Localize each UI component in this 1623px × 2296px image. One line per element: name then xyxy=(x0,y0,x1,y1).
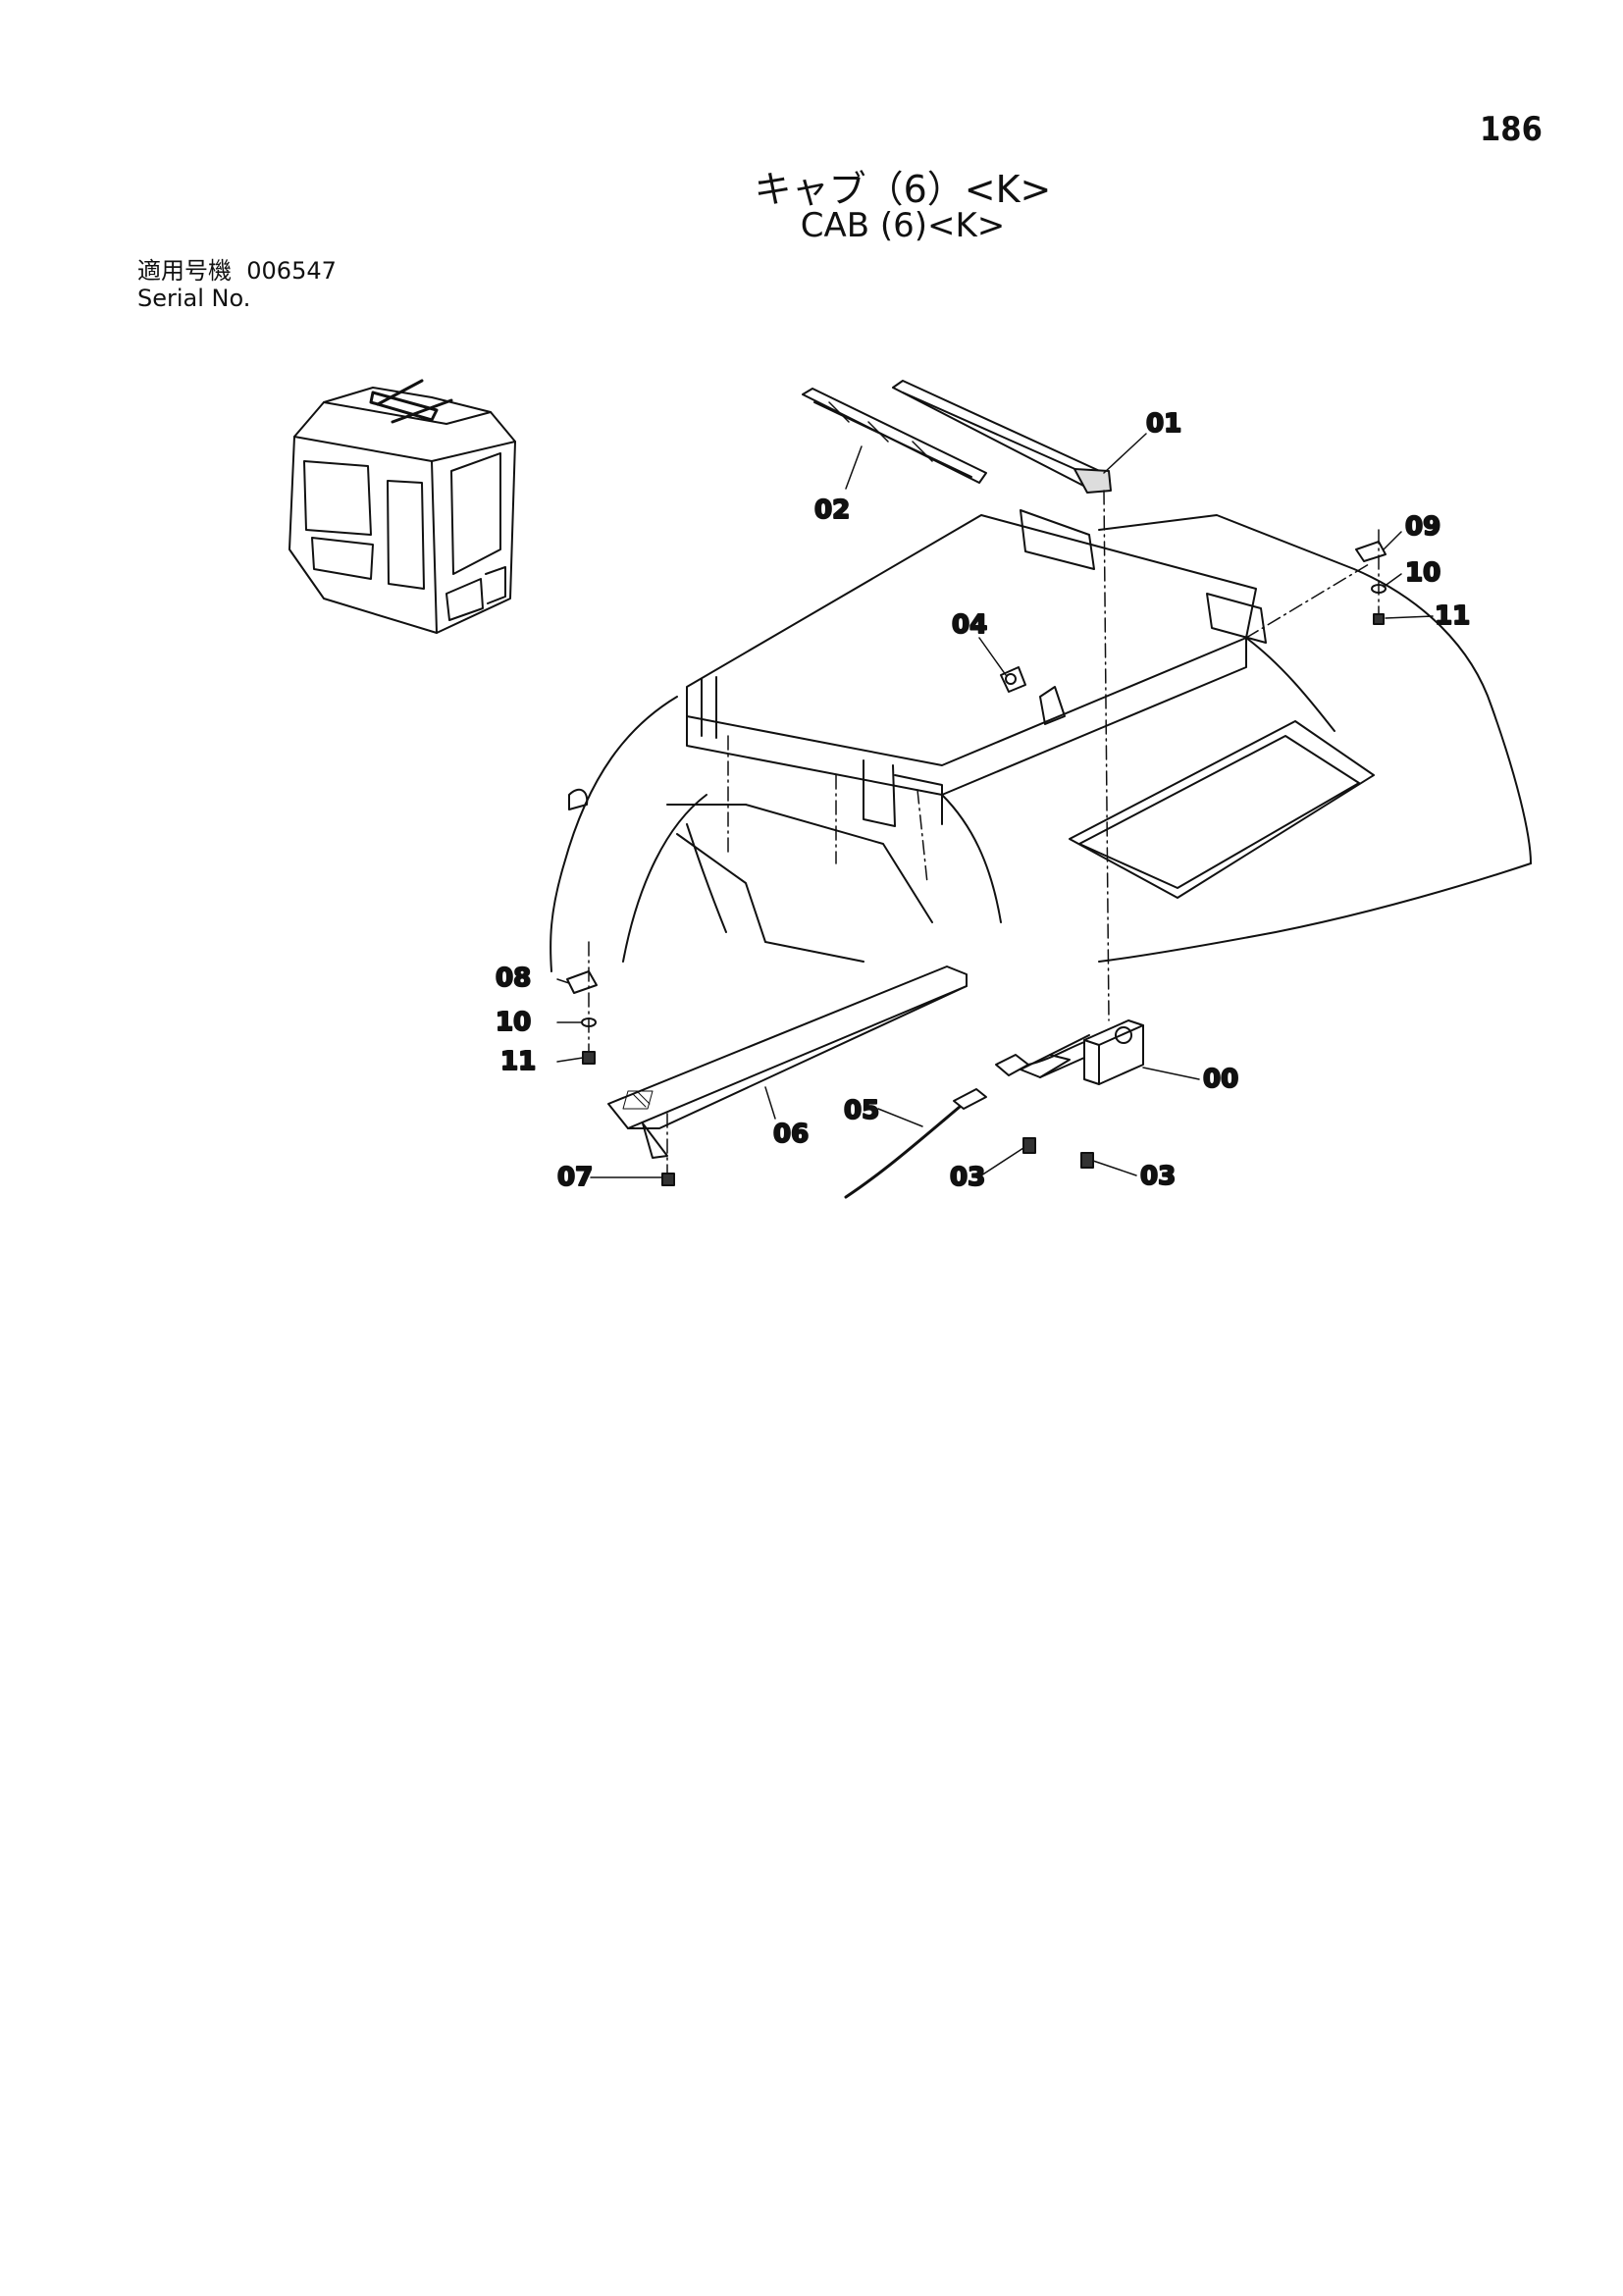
inner-panel xyxy=(607,965,968,1159)
serial-label-japanese: 適用号機 xyxy=(137,257,232,285)
callout-11: 11 xyxy=(500,1047,536,1076)
callout-03: 03 xyxy=(1140,1162,1176,1191)
callout-11: 11 xyxy=(1435,601,1470,631)
callout-05: 05 xyxy=(844,1096,879,1125)
wiper-motor xyxy=(995,1019,1144,1085)
callout-10: 10 xyxy=(1405,558,1440,588)
cab-roof-shell xyxy=(550,514,1532,972)
callout-02: 02 xyxy=(814,496,850,525)
callout-09: 09 xyxy=(1405,512,1440,542)
serial-block: 適用号機 006547 Serial No. xyxy=(137,257,337,312)
serial-value: 006547 xyxy=(246,257,337,285)
callout-04: 04 xyxy=(952,610,987,640)
switch-part xyxy=(1000,666,1026,693)
wiper-arm xyxy=(892,380,1112,494)
assembly-lines xyxy=(588,490,1380,1174)
cab-thumbnail xyxy=(288,379,516,634)
callout-03: 03 xyxy=(950,1163,985,1192)
wiper-blade xyxy=(802,388,987,484)
callout-01: 01 xyxy=(1146,409,1181,439)
page-title-english: CAB (6)<K> xyxy=(800,206,1006,245)
callout-10: 10 xyxy=(496,1008,531,1037)
callout-06: 06 xyxy=(773,1120,809,1149)
roof-frame xyxy=(686,509,1267,827)
fasteners xyxy=(566,541,1387,1186)
harness xyxy=(844,1088,987,1199)
serial-label-english: Serial No. xyxy=(137,285,251,312)
callouts: 01 02 09 10 11 04 08 10 11 00 05 06 07 0… xyxy=(495,408,1471,1193)
page-title-japanese: キャブ（6）<K> xyxy=(754,168,1052,211)
leader-lines xyxy=(556,433,1434,1178)
callout-08: 08 xyxy=(496,964,531,993)
callout-07: 07 xyxy=(557,1163,593,1192)
page-number: 186 xyxy=(1480,110,1543,149)
callout-00: 00 xyxy=(1203,1065,1238,1094)
